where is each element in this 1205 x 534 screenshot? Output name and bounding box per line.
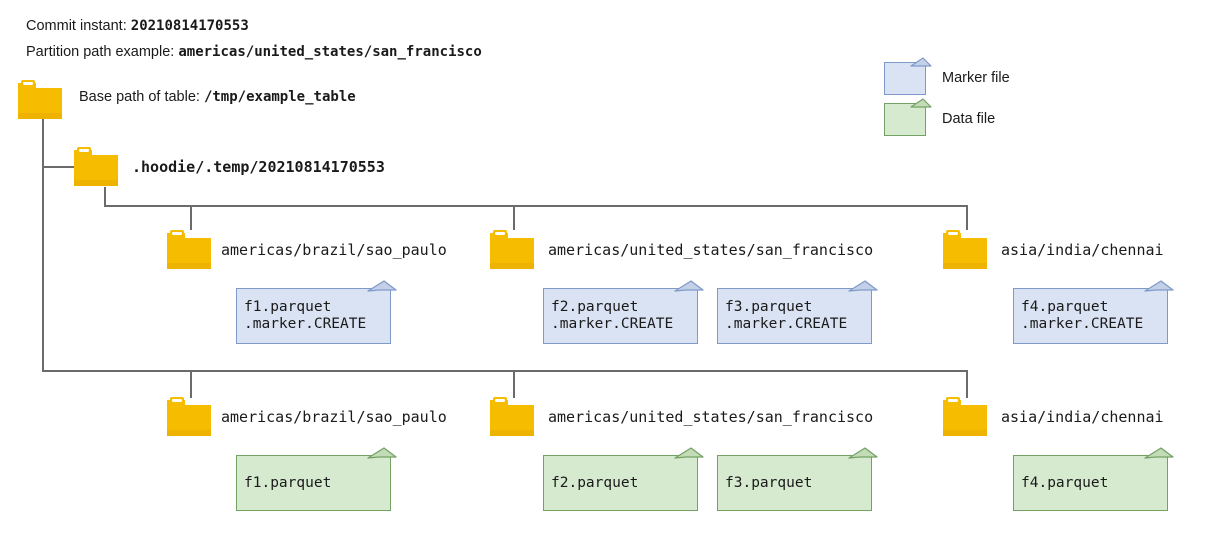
marker-file-3[interactable]: f3.parquet .marker.CREATE <box>717 280 878 344</box>
marker-file-name-4: f4.parquet <box>1021 299 1109 315</box>
folder-icon-base[interactable] <box>18 79 64 120</box>
connector-data-drop-3 <box>966 370 968 398</box>
temp-dir-label: .hoodie/.temp/20210814170553 <box>132 158 385 176</box>
connector-data-drop-1 <box>190 370 192 398</box>
data-partition-label-2: americas/united_states/san_francisco <box>548 408 874 426</box>
commit-instant-value: 20210814170553 <box>130 18 249 34</box>
data-file-name-1: f1.parquet <box>244 474 332 491</box>
data-partition-label-3: asia/india/chennai <box>1001 408 1164 426</box>
connector-trunk <box>42 118 44 372</box>
marker-file-suffix-4: .marker.CREATE <box>1021 316 1144 332</box>
connector-marker-drop-1 <box>190 205 192 230</box>
data-file-4[interactable]: f4.parquet <box>1013 447 1174 511</box>
data-file-name-4: f4.parquet <box>1021 474 1109 491</box>
connector-marker-drop-3 <box>966 205 968 230</box>
partition-path-value: americas/united_states/san_francisco <box>178 44 482 60</box>
marker-partition-label-2: americas/united_states/san_francisco <box>548 241 874 259</box>
folder-icon-data-partition-2[interactable] <box>490 396 536 437</box>
legend-data-swatch <box>884 98 932 136</box>
marker-file-name-2: f2.parquet <box>551 299 639 315</box>
marker-file-2[interactable]: f2.parquet .marker.CREATE <box>543 280 704 344</box>
data-file-3[interactable]: f3.parquet <box>717 447 878 511</box>
connector-data-bus <box>42 370 968 372</box>
data-file-name-2: f2.parquet <box>551 474 639 491</box>
marker-partition-label-3: asia/india/chennai <box>1001 241 1164 259</box>
partition-path-label: Partition path example: <box>26 44 175 60</box>
legend-marker-label: Marker file <box>942 70 1010 86</box>
base-path-label: Base path of table: <box>79 89 200 105</box>
marker-file-suffix-2: .marker.CREATE <box>551 316 674 332</box>
marker-file-name-1: f1.parquet <box>244 299 332 315</box>
base-path-value: /tmp/example_table <box>203 89 356 105</box>
marker-partition-label-1: americas/brazil/sao_paulo <box>221 241 447 259</box>
marker-file-suffix-3: .marker.CREATE <box>725 316 848 332</box>
connector-marker-bus <box>104 205 968 207</box>
commit-instant-line: Commit instant: 20210814170553 <box>26 18 249 34</box>
marker-file-4[interactable]: f4.parquet .marker.CREATE <box>1013 280 1174 344</box>
data-partition-label-1: americas/brazil/sao_paulo <box>221 408 447 426</box>
commit-instant-label: Commit instant: <box>26 18 127 34</box>
data-file-2[interactable]: f2.parquet <box>543 447 704 511</box>
folder-icon-marker-partition-3[interactable] <box>943 229 989 270</box>
folder-icon-data-partition-1[interactable] <box>167 396 213 437</box>
data-file-name-3: f3.parquet <box>725 474 813 491</box>
marker-file-1[interactable]: f1.parquet .marker.CREATE <box>236 280 397 344</box>
marker-file-suffix-1: .marker.CREATE <box>244 316 367 332</box>
base-path-line: Base path of table: /tmp/example_table <box>79 89 356 105</box>
folder-icon-marker-partition-1[interactable] <box>167 229 213 270</box>
legend-marker-swatch <box>884 57 932 95</box>
legend-data-label: Data file <box>942 111 996 127</box>
data-file-1[interactable]: f1.parquet <box>236 447 397 511</box>
connector-temp-down <box>104 187 106 205</box>
folder-icon-marker-partition-2[interactable] <box>490 229 536 270</box>
connector-data-drop-2 <box>513 370 515 398</box>
partition-path-line: Partition path example: americas/united_… <box>26 44 482 60</box>
folder-icon-data-partition-3[interactable] <box>943 396 989 437</box>
connector-to-temp <box>42 166 74 168</box>
marker-file-name-3: f3.parquet <box>725 299 813 315</box>
connector-marker-drop-2 <box>513 205 515 230</box>
folder-icon-temp[interactable] <box>74 146 120 187</box>
